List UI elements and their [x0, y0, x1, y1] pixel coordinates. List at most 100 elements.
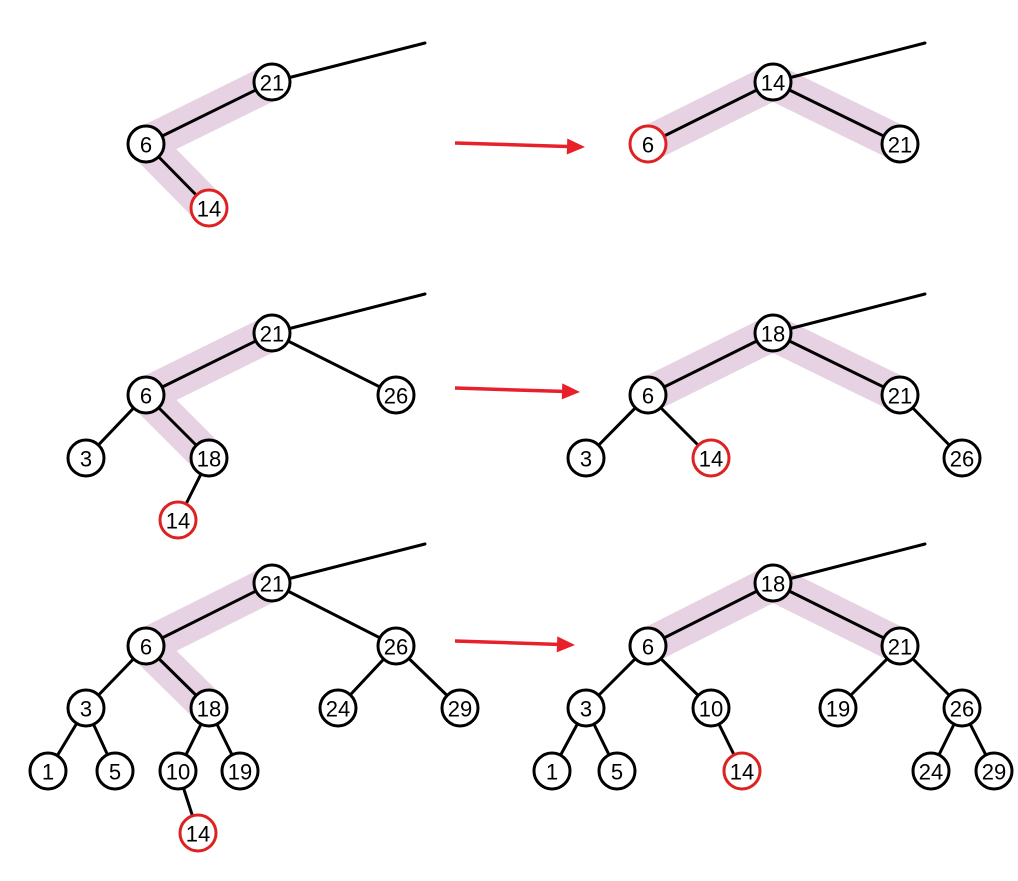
transform-arrow: [454, 636, 575, 653]
node-label: 6: [642, 133, 654, 158]
node-circle: [158, 751, 198, 791]
tree-edge: [771, 331, 902, 397]
node-label: 21: [888, 384, 912, 409]
node-label: 3: [580, 447, 592, 472]
node-circle: [911, 751, 951, 791]
inserted-node-circle: [628, 124, 668, 164]
node-label: 14: [761, 71, 785, 96]
tree-edge: [771, 581, 902, 648]
node-circle: [880, 375, 920, 415]
node-label: 19: [228, 760, 252, 785]
node-label: 21: [260, 322, 284, 347]
arrow-head: [566, 138, 585, 155]
tree-edge: [646, 80, 775, 146]
node-circle: [942, 438, 982, 478]
arrow-head: [556, 636, 575, 653]
node-label: 1: [42, 760, 54, 785]
node-circle: [28, 751, 68, 791]
tree-node-6: 6: [628, 124, 668, 164]
tree-node-10: 10: [158, 751, 198, 791]
node-circle: [566, 688, 606, 728]
parent-edge: [270, 542, 427, 585]
tree-node-3: 3: [566, 688, 606, 728]
node-label: 10: [699, 697, 723, 722]
node-label: 21: [260, 572, 284, 597]
node-circle: [126, 375, 166, 415]
tree-node-18: 18: [189, 438, 229, 478]
tree-node-6: 6: [126, 375, 166, 415]
node-label: 24: [326, 697, 350, 722]
tree-node-26: 26: [376, 626, 416, 666]
node-label: 3: [580, 697, 592, 722]
node-label: 14: [699, 447, 723, 472]
tree-node-26: 26: [942, 438, 982, 478]
parent-edge: [771, 41, 927, 84]
node-label: 5: [611, 760, 623, 785]
node-label: 6: [140, 133, 152, 158]
node-label: 18: [197, 697, 221, 722]
node-label: 26: [384, 384, 408, 409]
node-circle: [126, 626, 166, 666]
parent-edge: [771, 542, 927, 585]
tree-node-6: 6: [628, 626, 668, 666]
inserted-node-circle: [178, 813, 218, 853]
node-circle: [252, 313, 292, 353]
parent-edge: [270, 292, 427, 335]
tree-node-3: 3: [566, 438, 606, 478]
tree-node-3: 3: [66, 688, 106, 728]
tree-node-14: 14: [158, 500, 198, 540]
node-circle: [597, 751, 637, 791]
node-circle: [376, 375, 416, 415]
transform-arrow: [454, 138, 585, 155]
node-circle: [189, 438, 229, 478]
node-circle: [220, 751, 260, 791]
tree-node-24: 24: [318, 688, 358, 728]
node-circle: [942, 688, 982, 728]
node-label: 1: [546, 760, 558, 785]
node-circle: [753, 313, 793, 353]
node-label: 6: [642, 384, 654, 409]
tree-node-19: 19: [818, 688, 858, 728]
parent-edge: [771, 292, 927, 335]
node-label: 3: [80, 697, 92, 722]
node-label: 5: [109, 760, 121, 785]
tree-node-24: 24: [911, 751, 951, 791]
node-circle: [880, 626, 920, 666]
tree-node-6: 6: [126, 626, 166, 666]
node-circle: [126, 124, 166, 164]
node-circle: [691, 688, 731, 728]
tree-panel-row1-after: 14 6 21: [628, 41, 927, 164]
tree-node-26: 26: [942, 688, 982, 728]
node-label: 21: [888, 635, 912, 660]
inserted-node-circle: [691, 438, 731, 478]
node-label: 6: [140, 635, 152, 660]
node-label: 14: [197, 197, 221, 222]
inserted-node-circle: [189, 188, 229, 228]
node-label: 21: [260, 71, 284, 96]
tree-node-29: 29: [440, 688, 480, 728]
tree-panel-row2-after: 18 6 21 3 14 26: [566, 292, 982, 478]
node-label: 6: [140, 384, 152, 409]
tree-node-21: 21: [880, 626, 920, 666]
tree-node-21: 21: [252, 313, 292, 353]
tree-node-3: 3: [66, 438, 106, 478]
node-label: 18: [197, 447, 221, 472]
node-circle: [566, 438, 606, 478]
arrow-shaft: [454, 386, 563, 394]
tree-node-21: 21: [252, 62, 292, 102]
tree-panel-row2-before: 21 6 26 3 18 14: [66, 292, 427, 540]
tree-node-21: 21: [252, 563, 292, 603]
tree-node-14: 14: [691, 438, 731, 478]
node-label: 26: [950, 697, 974, 722]
node-label: 21: [888, 133, 912, 158]
node-label: 26: [950, 447, 974, 472]
node-label: 18: [761, 322, 785, 347]
tree-node-5: 5: [95, 751, 135, 791]
tree-node-1: 1: [532, 751, 572, 791]
node-circle: [66, 438, 106, 478]
node-label: 18: [761, 572, 785, 597]
node-label: 14: [166, 509, 190, 534]
